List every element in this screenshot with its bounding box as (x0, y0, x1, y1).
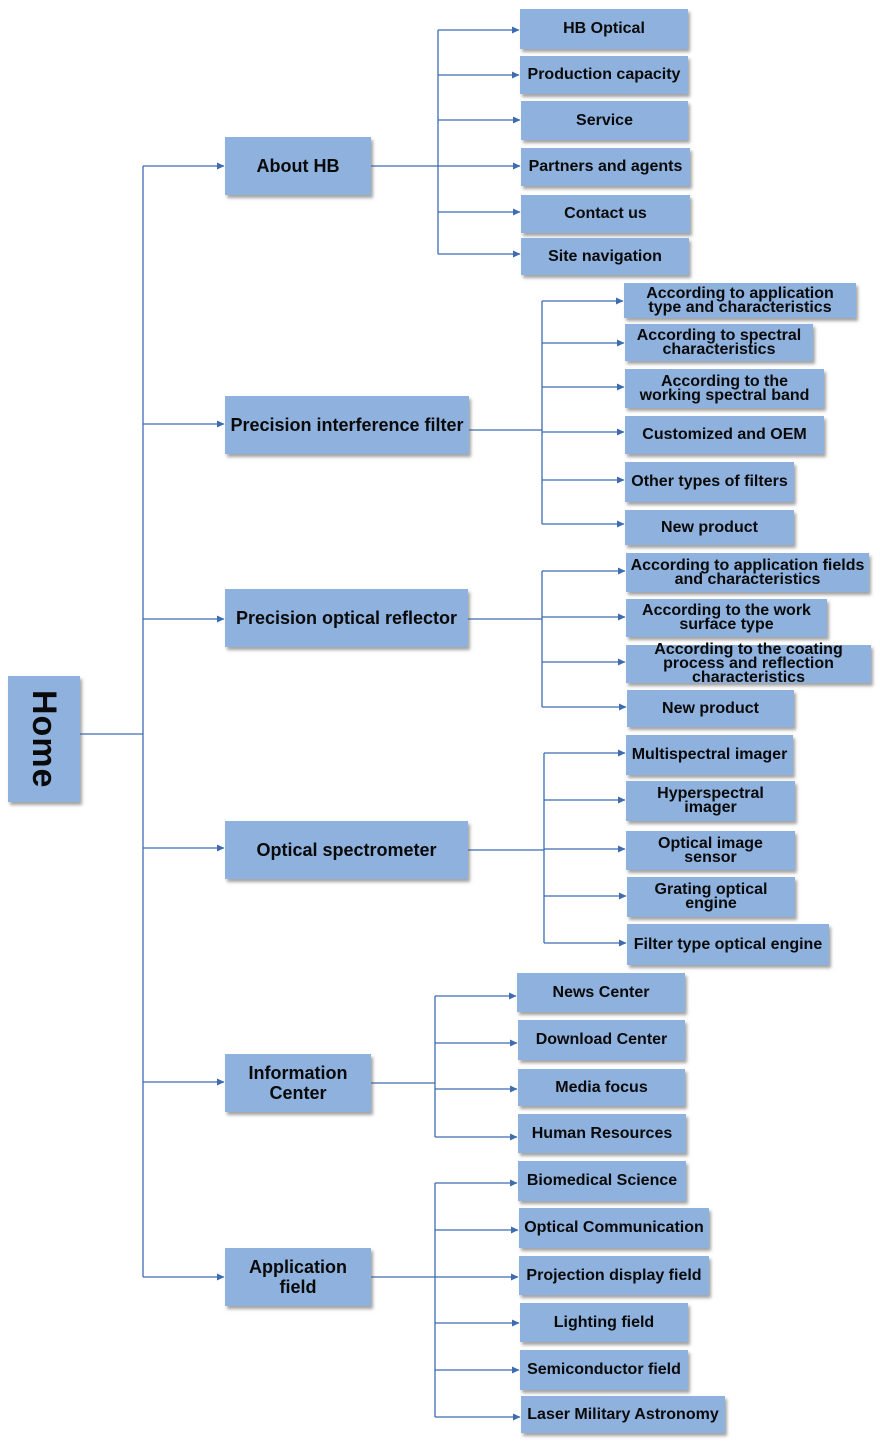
leaf-label: Filter type optical engine (633, 935, 823, 953)
leaf-label: Service (576, 111, 633, 129)
leaf-projection-display-field[interactable]: Projection display field (519, 1256, 709, 1295)
leaf-media-focus[interactable]: Media focus (518, 1069, 685, 1106)
leaf-label: Multispectral imager (631, 746, 788, 763)
home-label: Home (25, 689, 63, 789)
leaf-production-capacity[interactable]: Production capacity (520, 56, 688, 94)
node-application-field[interactable]: Application field (225, 1248, 371, 1306)
leaf-label: Semiconductor field (527, 1361, 681, 1378)
leaf-label: Customized and OEM (642, 426, 807, 443)
leaf-filter-application-type[interactable]: According to application type and charac… (624, 283, 856, 318)
leaf-label: Contact us (564, 205, 647, 222)
leaf-filter-spectral-characteristics[interactable]: According to spectral characteristics (625, 324, 813, 361)
node-label: Information Center (248, 1063, 348, 1103)
leaf-label: According to application type and charac… (646, 284, 834, 316)
leaf-service[interactable]: Service (521, 101, 688, 140)
leaf-partners-and-agents[interactable]: Partners and agents (521, 148, 690, 186)
leaf-reflector-work-surface-type[interactable]: According to the work surface type (626, 599, 827, 637)
leaf-label: Production capacity (527, 66, 681, 83)
leaf-label: New product (661, 518, 758, 536)
node-label: Precision optical reflector (235, 608, 458, 628)
leaf-news-center[interactable]: News Center (517, 973, 685, 1012)
leaf-label: According to spectral characteristics (636, 326, 802, 358)
leaf-site-navigation[interactable]: Site navigation (521, 238, 689, 275)
leaf-label: Other types of filters (631, 473, 788, 490)
leaf-label: HB Optical (563, 20, 645, 37)
leaf-reflector-application-fields[interactable]: According to application fields and char… (626, 553, 869, 592)
home-root-node[interactable]: Home (8, 676, 80, 802)
node-about-hb[interactable]: About HB (225, 137, 371, 195)
leaf-biomedical-science[interactable]: Biomedical Science (518, 1161, 686, 1201)
leaf-label: Media focus (555, 1078, 648, 1096)
leaf-label: According to the coating process and ref… (654, 641, 843, 686)
leaf-label: Human Resources (531, 1124, 673, 1142)
leaf-grating-optical-engine[interactable]: Grating optical engine (627, 877, 795, 917)
node-label: Application field (249, 1257, 347, 1297)
leaf-label: News Center (552, 983, 650, 1001)
node-label: Precision interference filter (230, 415, 464, 435)
leaf-hyperspectral-imager[interactable]: Hyperspectral imager (626, 781, 795, 821)
leaf-optical-communication[interactable]: Optical Communication (519, 1208, 709, 1248)
leaf-label: Biomedical Science (526, 1172, 678, 1189)
leaf-laser-military-astronomy[interactable]: Laser Military Astronomy (521, 1396, 725, 1433)
leaf-filter-other-types[interactable]: Other types of filters (625, 462, 794, 502)
leaf-label: According to the working spectral band (639, 372, 810, 404)
leaf-label: Download Center (535, 1031, 668, 1048)
leaf-reflector-new-product[interactable]: New product (627, 690, 794, 727)
node-label: About HB (256, 156, 340, 176)
node-label: Optical spectrometer (256, 840, 437, 860)
leaf-label: New product (662, 699, 759, 717)
node-optical-spectrometer[interactable]: Optical spectrometer (225, 821, 468, 879)
node-precision-interference-filter[interactable]: Precision interference filter (225, 396, 469, 454)
leaf-label: Grating optical engine (654, 881, 768, 912)
node-information-center[interactable]: Information Center (225, 1054, 371, 1112)
leaf-label: Hyperspectral imager (657, 785, 764, 816)
leaf-label: Lighting field (553, 1313, 655, 1331)
leaf-label: According to the work surface type (642, 602, 811, 633)
node-precision-optical-reflector[interactable]: Precision optical reflector (225, 589, 468, 647)
leaf-filter-type-optical-engine[interactable]: Filter type optical engine (627, 924, 829, 965)
leaf-label: According to application fields and char… (630, 556, 865, 588)
leaf-filter-customized-oem[interactable]: Customized and OEM (625, 416, 824, 454)
leaf-multispectral-imager[interactable]: Multispectral imager (626, 735, 793, 775)
leaf-optical-image-sensor[interactable]: Optical image sensor (626, 831, 795, 870)
leaf-label: Optical Communication (524, 1219, 704, 1236)
leaf-filter-new-product[interactable]: New product (625, 510, 794, 545)
leaf-label: Laser Military Astronomy (527, 1405, 719, 1423)
leaf-semiconductor-field[interactable]: Semiconductor field (520, 1350, 688, 1390)
leaf-label: Projection display field (526, 1266, 702, 1284)
leaf-label: Site navigation (548, 247, 662, 265)
leaf-lighting-field[interactable]: Lighting field (520, 1303, 688, 1342)
leaf-filter-working-spectral-band[interactable]: According to the working spectral band (625, 369, 824, 408)
leaf-human-resources[interactable]: Human Resources (518, 1114, 686, 1153)
leaf-hb-optical[interactable]: HB Optical (520, 9, 688, 49)
leaf-reflector-coating-process[interactable]: According to the coating process and ref… (626, 641, 871, 686)
leaf-label: Partners and agents (528, 158, 683, 175)
leaf-contact-us[interactable]: Contact us (521, 195, 690, 233)
leaf-label: Optical image sensor (658, 834, 763, 866)
leaf-download-center[interactable]: Download Center (518, 1020, 685, 1060)
